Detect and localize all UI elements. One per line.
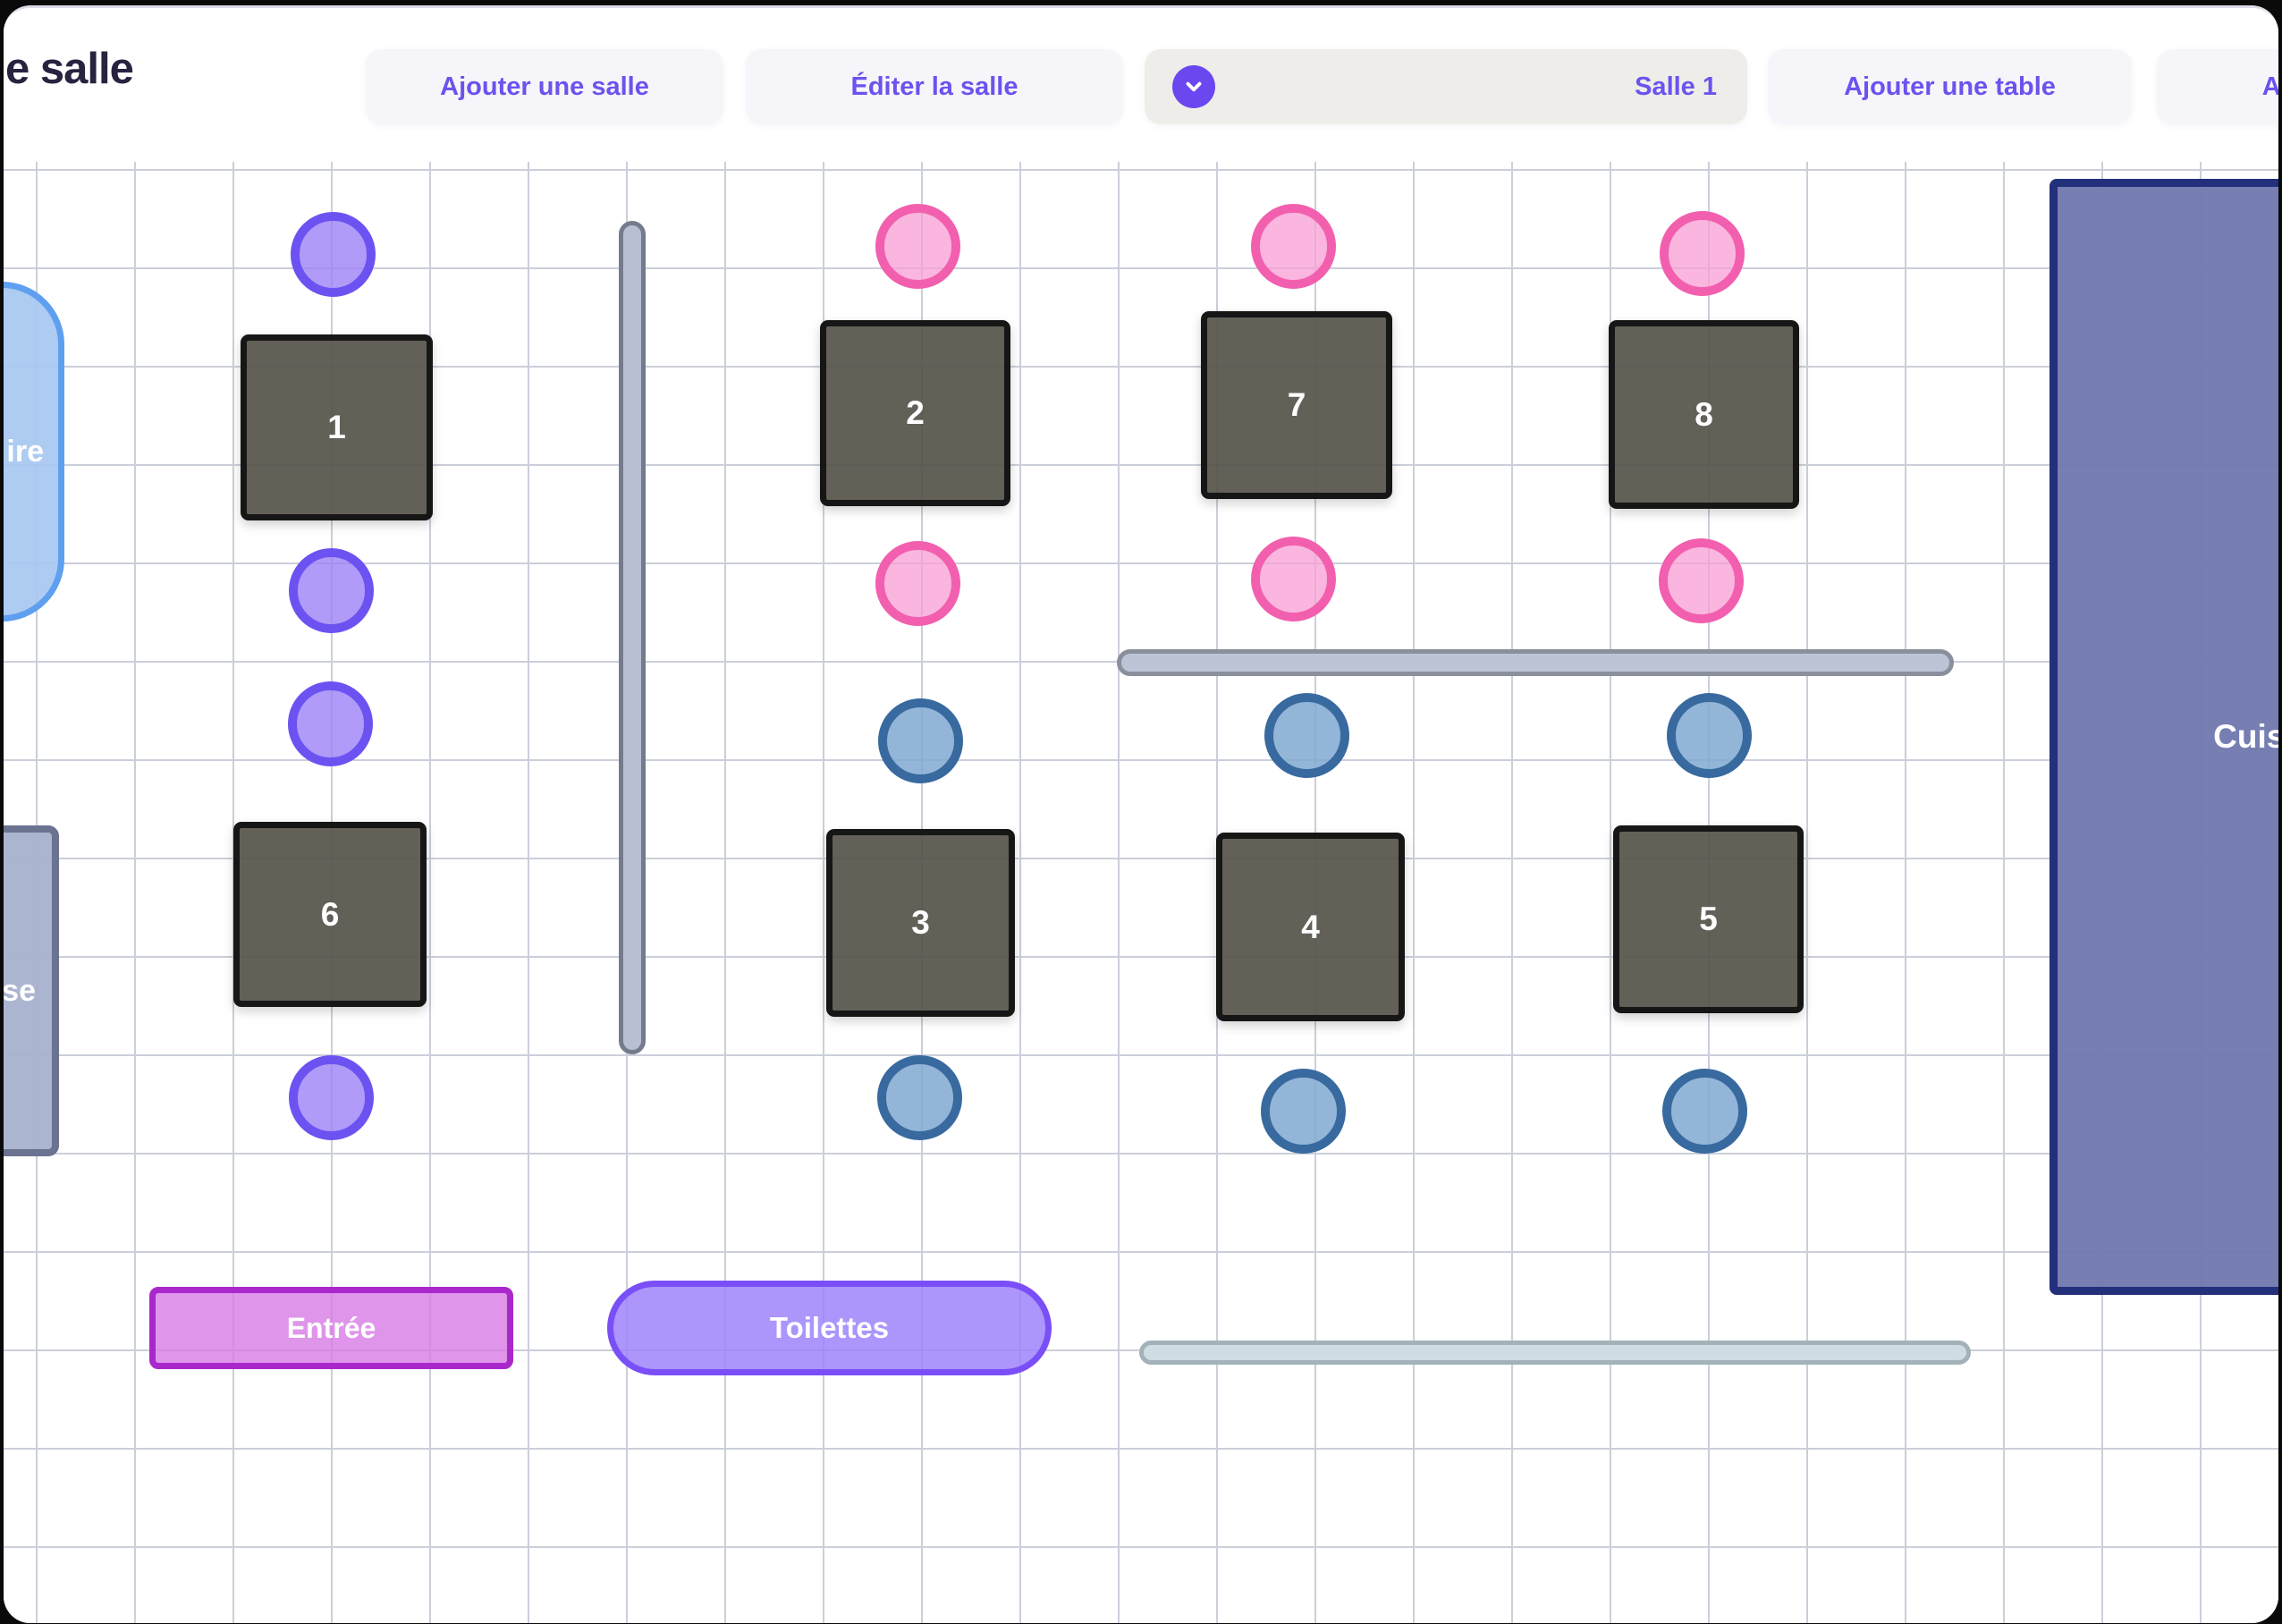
zone-toilettes[interactable]: Toilettes: [607, 1281, 1052, 1375]
toolbar: e salle Ajouter une salle Éditer la sall…: [4, 8, 2278, 162]
chair-purple[interactable]: [288, 547, 374, 633]
zone-toilettes-label: Toilettes: [769, 1311, 890, 1344]
edit-room-button[interactable]: Éditer la salle: [746, 49, 1123, 124]
zone-cuisine[interactable]: Cuisine: [2050, 179, 2278, 1295]
table-7[interactable]: 7: [1201, 311, 1392, 499]
chair-blue[interactable]: [1661, 1068, 1747, 1154]
wall-horizontal-bottom[interactable]: [1139, 1341, 1971, 1365]
table-number: 7: [1287, 386, 1306, 423]
table-8[interactable]: 8: [1609, 320, 1799, 509]
chair-pink[interactable]: [1659, 210, 1745, 296]
table-number: 5: [1699, 901, 1718, 937]
wall-vertical[interactable]: [619, 221, 646, 1054]
table-1[interactable]: 1: [241, 334, 433, 520]
table-6[interactable]: 6: [233, 822, 427, 1007]
zone-clipped-left-top-label: ire: [6, 434, 44, 469]
table-3[interactable]: 3: [826, 829, 1015, 1017]
room-select[interactable]: Salle 1: [1145, 49, 1747, 124]
add-table-button[interactable]: Ajouter une table: [1768, 49, 2132, 124]
chair-blue[interactable]: [1260, 1068, 1346, 1154]
chair-purple[interactable]: [290, 211, 376, 297]
wall-horizontal-top[interactable]: [1117, 649, 1954, 676]
chair-blue[interactable]: [877, 698, 963, 783]
chair-pink[interactable]: [1250, 536, 1336, 622]
chair-pink[interactable]: [875, 540, 960, 626]
room-select-value: Salle 1: [1635, 72, 1717, 101]
app-window: e salle Ajouter une salle Éditer la sall…: [4, 5, 2278, 1623]
chair-pink[interactable]: [1658, 537, 1744, 623]
table-number: 2: [906, 394, 925, 431]
chair-purple[interactable]: [288, 1054, 374, 1140]
zone-clipped-left-bottom[interactable]: se: [4, 825, 59, 1156]
chair-purple[interactable]: [287, 681, 373, 766]
add-partial-button[interactable]: Ajou: [2157, 49, 2278, 124]
chair-blue[interactable]: [876, 1054, 962, 1140]
chevron-down-icon[interactable]: [1172, 65, 1215, 108]
page-title: e salle: [5, 45, 134, 93]
table-2[interactable]: 2: [820, 320, 1010, 506]
zone-clipped-left-bottom-label: se: [4, 973, 36, 1008]
table-number: 8: [1695, 395, 1713, 433]
zone-entree[interactable]: Entrée: [149, 1287, 513, 1369]
chair-blue[interactable]: [1666, 692, 1752, 778]
table-4[interactable]: 4: [1216, 833, 1405, 1021]
zone-cuisine-label: Cuisine: [2213, 718, 2278, 755]
zone-clipped-left-top[interactable]: ire: [4, 282, 64, 622]
chair-pink[interactable]: [875, 203, 960, 289]
table-number: 4: [1301, 908, 1320, 945]
chair-blue[interactable]: [1264, 692, 1349, 778]
table-number: 6: [320, 895, 340, 933]
table-5[interactable]: 5: [1613, 825, 1804, 1013]
chair-pink[interactable]: [1250, 203, 1336, 289]
table-number: 1: [327, 409, 346, 445]
table-number: 3: [911, 904, 930, 941]
zone-entree-label: Entrée: [286, 1311, 376, 1344]
add-room-button[interactable]: Ajouter une salle: [366, 49, 723, 124]
